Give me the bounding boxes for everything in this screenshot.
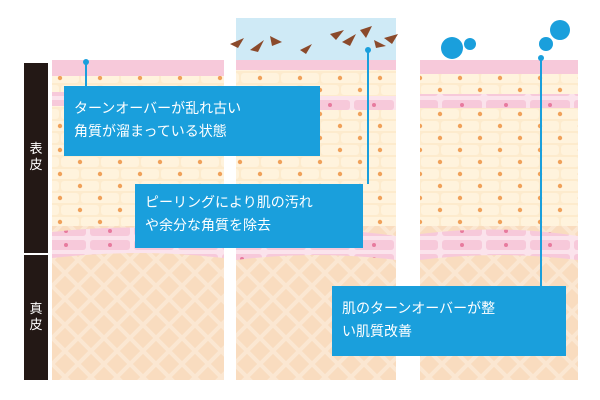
callout-peeling: ピーリングにより肌の汚れ や余分な角質を除去 <box>135 184 363 248</box>
callout-after-line1: 肌のターンオーバーが整 <box>342 301 496 317</box>
callout-peeling-line2: や余分な角質を除去 <box>145 218 271 234</box>
leader-lines <box>83 47 544 286</box>
callout-before: ターンオーバーが乱れ古い 角質が溜まっている状態 <box>64 86 320 156</box>
callout-before-line1: ターンオーバーが乱れ古い <box>74 101 242 117</box>
epidermis-label: 表皮 <box>29 142 43 173</box>
callout-peeling-line1: ピーリングにより肌の汚れ <box>145 195 313 211</box>
epidermis-label-bar: 表皮 <box>24 63 48 253</box>
dermis-label-bar: 真皮 <box>24 255 48 380</box>
callout-after: 肌のターンオーバーが整 い肌質改善 <box>332 286 566 356</box>
callout-before-line2: 角質が溜まっている状態 <box>74 124 227 140</box>
callout-after-line2: い肌質改善 <box>342 324 412 340</box>
dead-skin-flakes <box>230 26 398 54</box>
moisture-bubbles <box>441 20 570 59</box>
dermis-label: 真皮 <box>29 301 43 333</box>
peel-sky <box>236 18 396 62</box>
stratum-corneum-layer <box>52 60 224 76</box>
